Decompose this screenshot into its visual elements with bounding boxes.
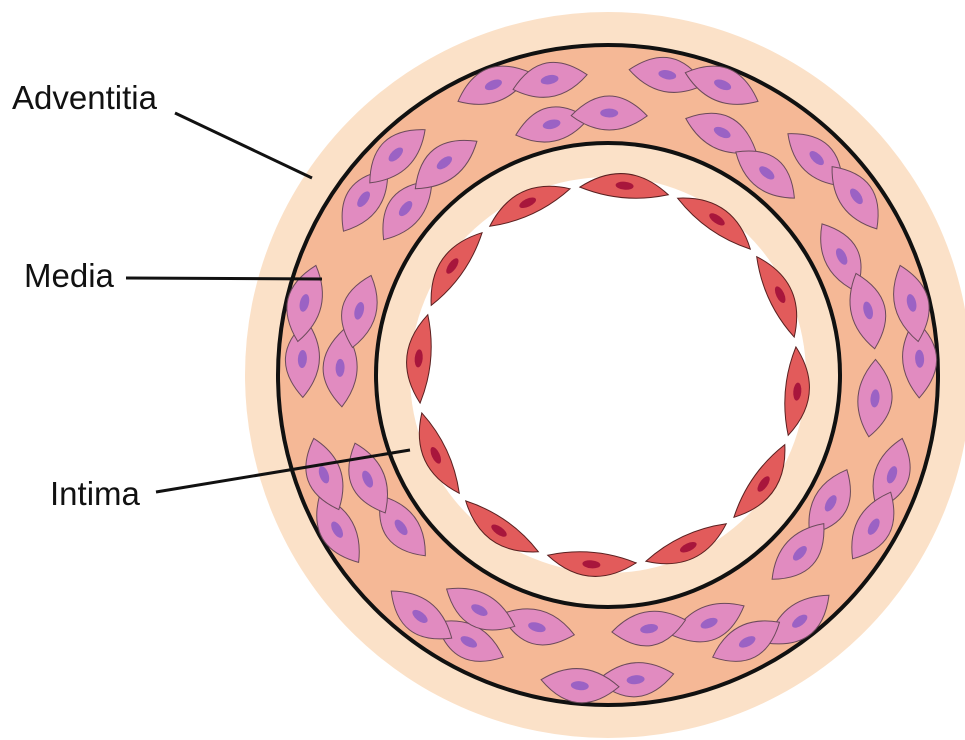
media-label: Media	[24, 257, 115, 294]
inner-rings	[376, 143, 840, 607]
lumen	[410, 177, 806, 573]
intima-label: Intima	[50, 475, 141, 512]
adventitia-label: Adventitia	[12, 79, 158, 116]
adventitia-leader-line	[175, 113, 312, 178]
media-leader-line	[126, 278, 322, 279]
